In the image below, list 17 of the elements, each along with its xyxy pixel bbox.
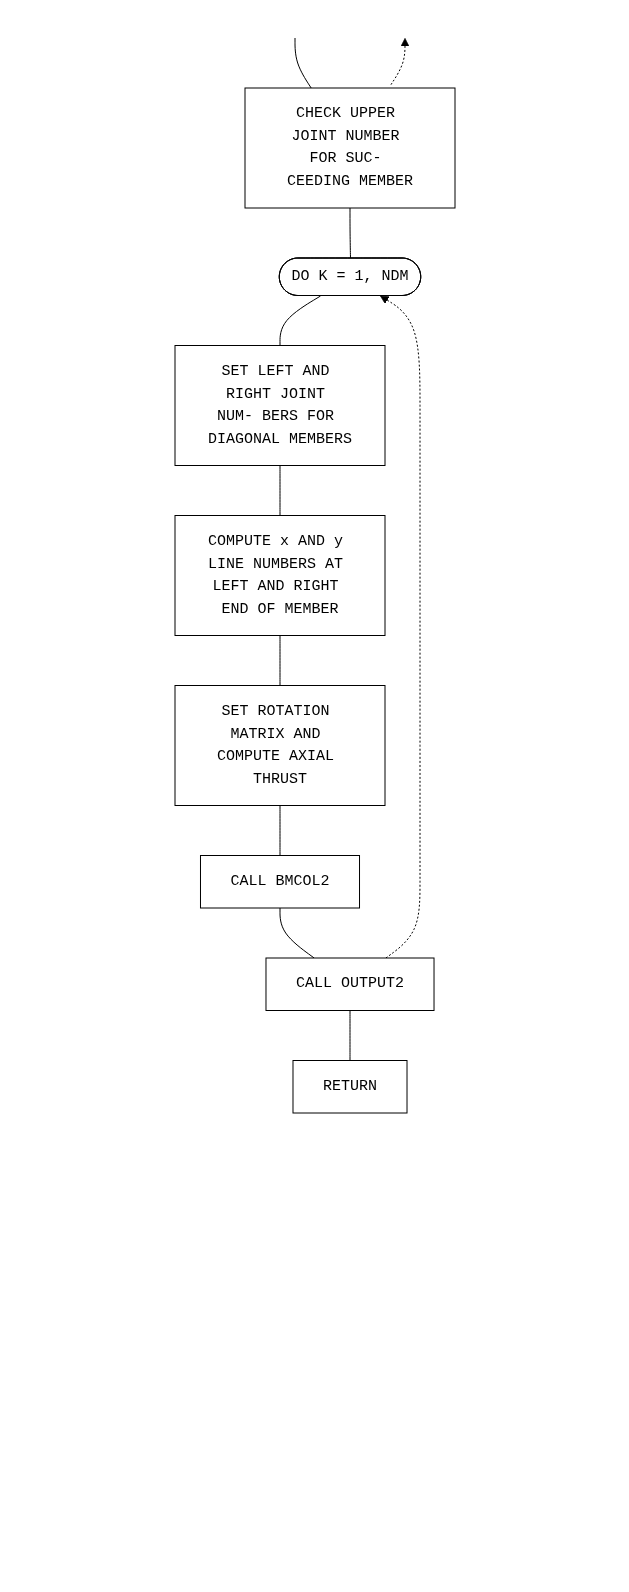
connector: [349, 207, 351, 259]
node-box: CHECK UPPER JOINT NUMBER FOR SUC- CEEDING MEMBER: [244, 87, 455, 209]
connector: [279, 465, 280, 516]
connector: [279, 295, 321, 346]
connector: [279, 907, 315, 959]
node-box: SET LEFT AND RIGHT JOINT NUM- BERS FOR DIAGONAL MEMBERS: [174, 345, 385, 466]
node-box: CALL OUTPUT2: [265, 957, 434, 1011]
node-box: COMPUTE x AND y LINE NUMBERS AT LEFT AND RIGHT END OF MEMBER: [174, 515, 385, 636]
connector: [349, 1010, 350, 1061]
node-box: CALL BMCOL2: [199, 855, 360, 909]
arrow: [390, 38, 409, 86]
connector: [279, 635, 280, 686]
connector: [294, 37, 312, 89]
node-box: SET ROTATION MATRIX AND COMPUTE AXIAL THRUST: [174, 685, 385, 806]
arrow: [379, 295, 420, 959]
connector: [279, 805, 280, 856]
node-box: RETURN: [292, 1060, 407, 1114]
